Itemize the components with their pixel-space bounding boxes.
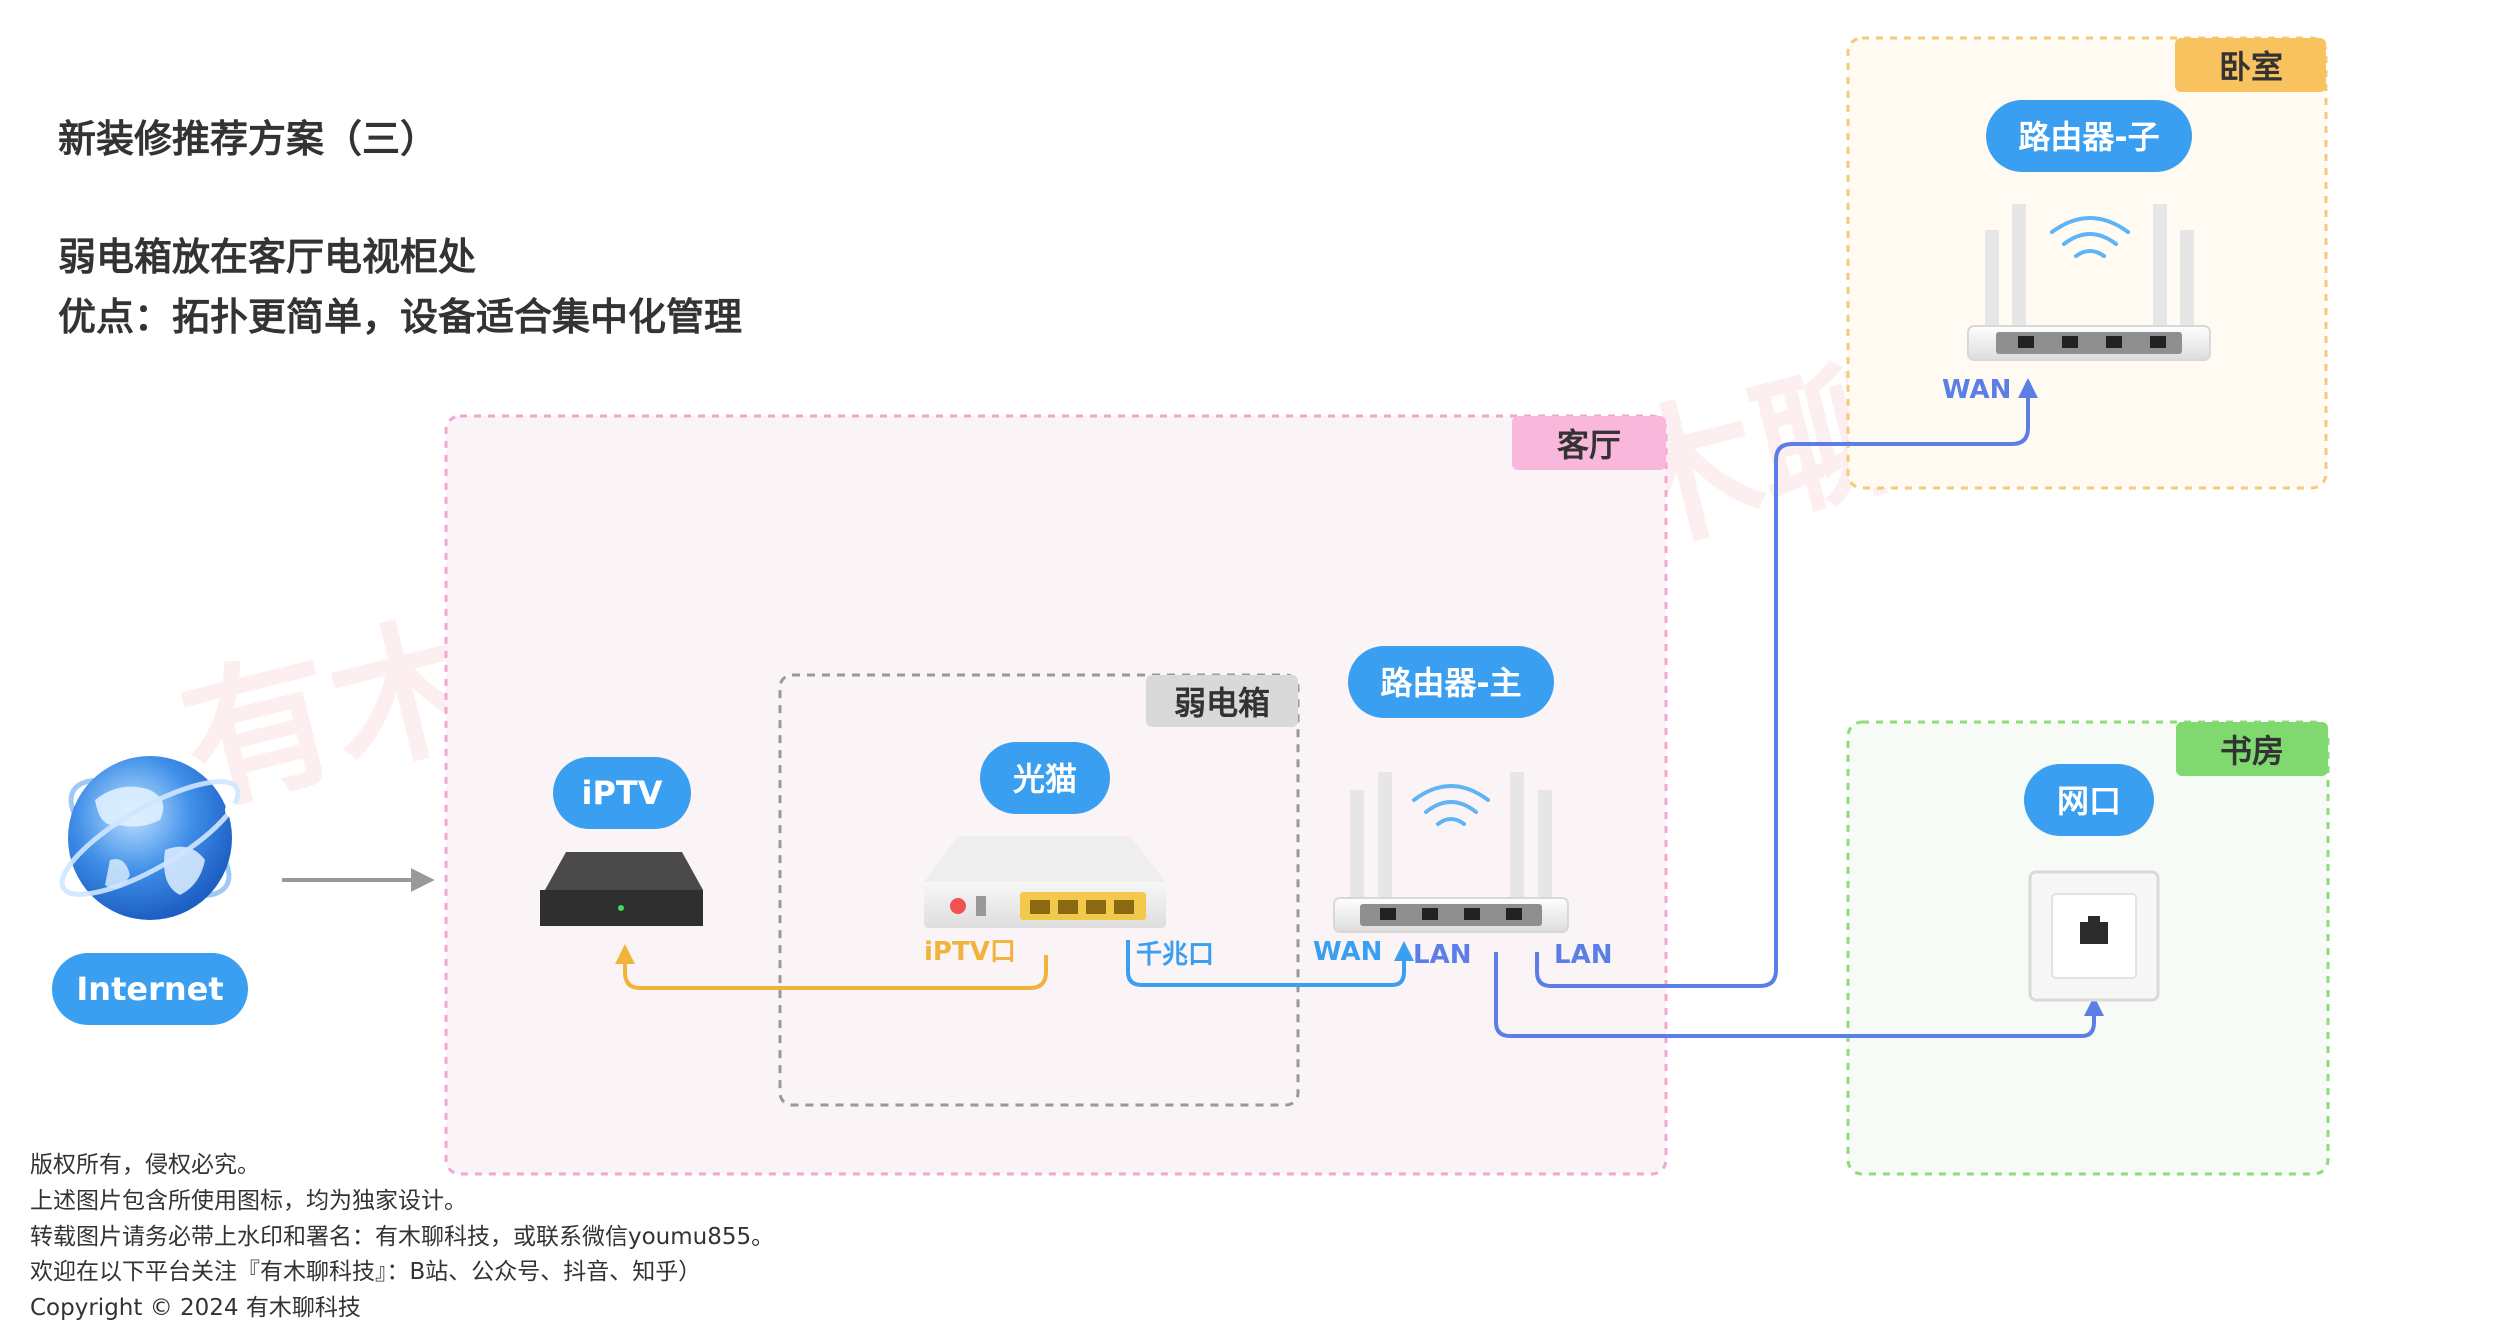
iptv-cable [615, 944, 1048, 990]
weak-box-tag [1146, 675, 1298, 727]
ethernet-wall-socket-icon [2028, 870, 2160, 1002]
wall-port-label: 网口 [2057, 782, 2121, 820]
footer-line: 版权所有，侵权必究。 [30, 1152, 260, 1178]
sub-router-wan-label: WAN [1942, 375, 2011, 405]
connections [282, 378, 2104, 1038]
study-label: 书房 [2220, 732, 2284, 770]
iptv-label: iPTV [581, 774, 662, 812]
weak-box-zone: 弱电箱 [778, 673, 1300, 1107]
lan-to-bedroom-cable [1535, 378, 2038, 988]
main-router-node: 路由器-主 WAN LAN LAN [1313, 646, 1612, 970]
footer-line: Copyright © 2024 有木聊科技 [30, 1295, 361, 1321]
iptv-node: iPTV [540, 757, 703, 926]
internet-pill [52, 953, 248, 1025]
globe-icon [59, 756, 241, 920]
footer: 版权所有，侵权必究。 上述图片包含所使用图标，均为独家设计。 转载图片请务必带上… [30, 1152, 774, 1321]
sub-router-pill [1986, 100, 2192, 172]
bedroom-tag [2175, 38, 2326, 92]
modem-pill [980, 742, 1110, 814]
set-top-box-icon [540, 852, 703, 926]
subtitle-line-1: 弱电箱放在客厅电视柜处 [58, 235, 476, 279]
weak-box-label: 弱电箱 [1174, 684, 1270, 722]
living-room-label: 客厅 [1557, 426, 1621, 464]
footer-line: 上述图片包含所使用图标，均为独家设计。 [30, 1188, 467, 1214]
main-router-wan-label: WAN [1313, 937, 1382, 967]
optical-modem-icon [924, 836, 1166, 928]
lan-to-study-cable [1494, 952, 2104, 1038]
wifi-router-icon [1333, 772, 1569, 933]
modem-node: 光猫 iPTV口 千兆口 [924, 742, 1214, 970]
modem-iptv-port-label: iPTV口 [924, 937, 1016, 967]
iptv-pill [553, 757, 691, 829]
internet-label: Internet [76, 970, 223, 1008]
wifi-signal-icon [1412, 784, 1490, 826]
living-room-tag [1512, 416, 1666, 470]
footer-line: 欢迎在以下平台关注『有木聊科技』：B站、公众号、抖音、知乎） [30, 1259, 701, 1285]
sub-router-label: 路由器-子 [2018, 118, 2159, 156]
main-router-label: 路由器-主 [1380, 664, 1521, 702]
sub-router-node: 路由器-子 WAN [1942, 100, 2211, 405]
wifi-router-icon [1967, 204, 2211, 361]
footer-line: 转载图片请务必带上水印和署名：有木聊科技，或联系微信youmu855。 [30, 1224, 774, 1250]
main-router-lan-label-1: LAN [1413, 940, 1471, 970]
study-tag [2176, 722, 2328, 776]
subtitle-line-2: 优点：拓扑更简单，设备适合集中化管理 [58, 295, 742, 339]
bedroom-label: 卧室 [2219, 48, 2283, 86]
wall-port-pill [2024, 764, 2154, 836]
main-router-pill [1348, 646, 1554, 718]
modem-gigabit-port-label: 千兆口 [1136, 940, 1214, 970]
wall-port-node: 网口 [2024, 764, 2160, 1002]
bedroom-zone: 卧室 [1846, 36, 2328, 490]
main-router-lan-label-2: LAN [1554, 940, 1612, 970]
wifi-signal-icon [2050, 216, 2130, 258]
modem-label: 光猫 [1013, 760, 1077, 798]
page-title: 新装修推荐方案（三） [58, 117, 438, 161]
gigabit-cable [1126, 940, 1414, 987]
internet-node: Internet [52, 756, 248, 1025]
